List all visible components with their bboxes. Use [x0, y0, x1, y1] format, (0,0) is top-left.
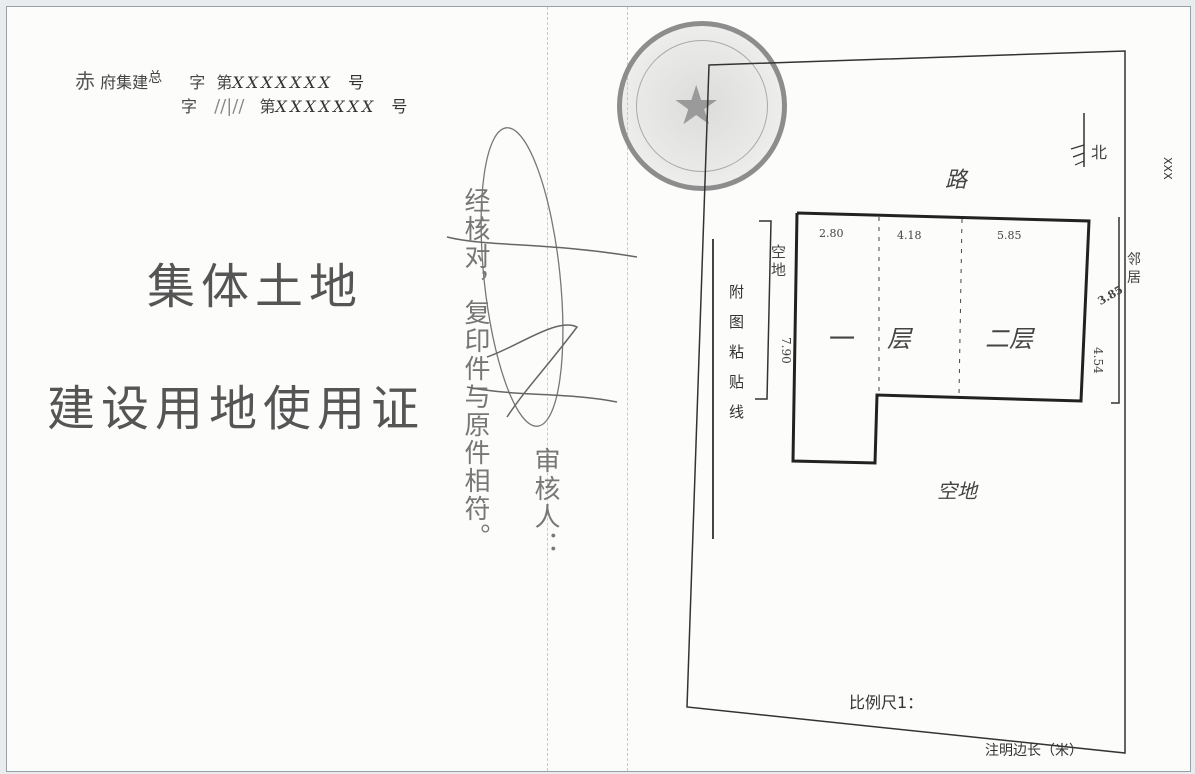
- handwritten-mark: 赤: [75, 69, 95, 93]
- attach-line: [712, 239, 728, 539]
- official-seal: ★: [617, 21, 787, 191]
- bottom-space-label: 空地: [937, 479, 977, 503]
- header-code-1: XXXXXXX: [232, 73, 334, 92]
- document-page: 赤 府集建总 字 第XXXXXXX 号 字 //|// 第XXXXXXX 号 集…: [6, 6, 1191, 772]
- side-mark: XXX: [1161, 157, 1174, 180]
- header-zong: 总: [148, 70, 163, 86]
- certification-text: 经核对，复印件与原件相符。: [460, 187, 490, 551]
- title-line-2: 建设用地使用证: [47, 381, 426, 437]
- top-dimension-3: 5.85: [997, 229, 1022, 242]
- left-space-label: 空地: [771, 243, 787, 279]
- dimension-note: 注明边长（米）: [985, 743, 1083, 759]
- header-di-1: 第: [216, 73, 233, 92]
- attach-label: 附 图 粘 贴 线: [729, 283, 745, 421]
- header-zi-1: 字: [189, 73, 206, 92]
- left-dimension: 7.90: [779, 337, 793, 364]
- floor-one-label: 一: [829, 325, 856, 355]
- scale-label: 比例尺1：: [849, 693, 924, 712]
- fold-line-right: [627, 7, 628, 771]
- site-plan-drawing: [686, 50, 1126, 754]
- right-dimension-2: 4.54: [1091, 347, 1105, 374]
- reviewer-label: 审核人：: [530, 447, 560, 559]
- top-dimension-2: 4.18: [897, 229, 922, 242]
- floor-one-suffix: 层: [887, 325, 911, 353]
- header-line-1: 赤 府集建总 字 第XXXXXXX 号: [75, 65, 364, 94]
- header-prefix: 府集建: [100, 73, 149, 92]
- header-hao-1: 号: [348, 73, 365, 92]
- header-line-2: 字 //|// 第XXXXXXX 号: [181, 93, 407, 117]
- header-di-2: 第: [259, 97, 276, 116]
- signature-scribble: [446, 127, 638, 427]
- neighbor-label: 邻居: [1127, 252, 1141, 286]
- top-dimension-1: 2.80: [819, 227, 844, 240]
- handwritten-mark-2: //|//: [214, 96, 245, 117]
- fold-line-left: [547, 7, 548, 771]
- title-line-1: 集体土地: [147, 259, 364, 315]
- road-label: 路: [945, 168, 968, 193]
- header-zi-2: 字: [181, 97, 198, 116]
- header-hao-2: 号: [391, 97, 408, 116]
- header-code-2: XXXXXXX: [275, 97, 377, 116]
- star-icon: ★: [672, 74, 721, 137]
- north-label: 北: [1091, 143, 1108, 162]
- floor-two-label: 二层: [985, 325, 1033, 353]
